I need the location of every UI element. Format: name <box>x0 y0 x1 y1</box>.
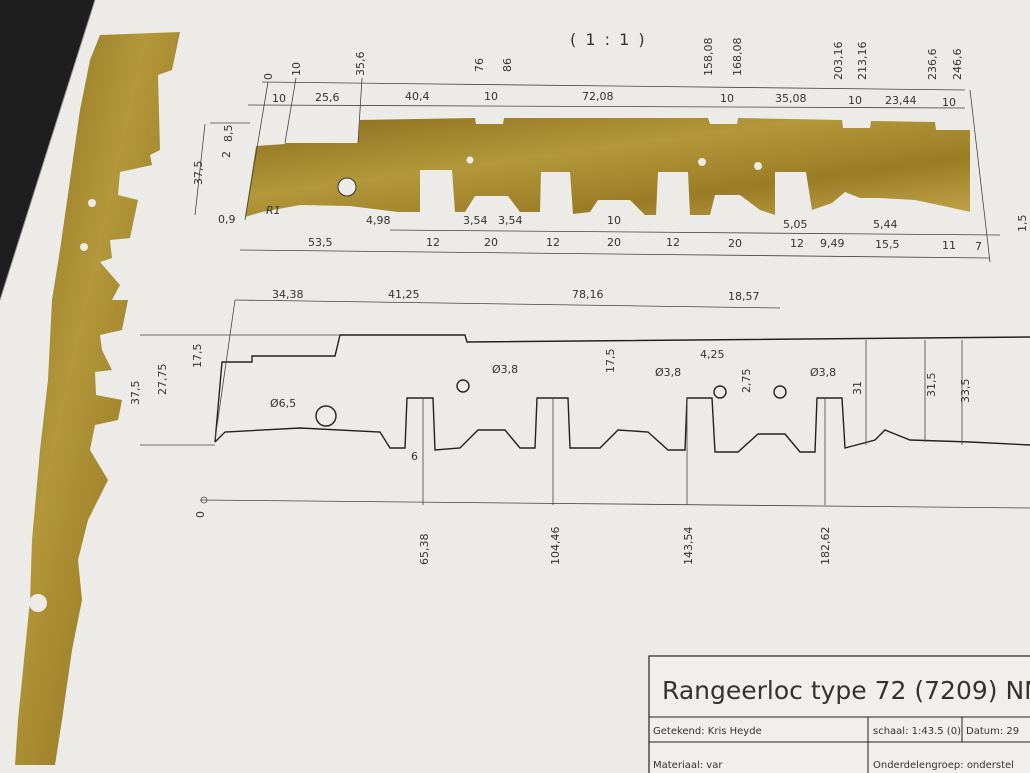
strip-hole <box>29 594 47 612</box>
sheet-edge <box>0 0 96 301</box>
dim-label: 17,5 <box>604 349 617 374</box>
material-field: Materiaal: var <box>653 760 723 771</box>
dim-label: 20 <box>728 237 742 250</box>
dim-label: 37,5 <box>192 161 205 186</box>
scale-label: ( 1 : 1 ) <box>570 30 647 49</box>
bottom-span-labels: 53,5 12 20 12 20 12 20 12 9,49 15,5 11 7 <box>308 236 982 253</box>
hole <box>337 177 357 197</box>
dim-label: 35,6 <box>354 52 367 77</box>
dim-label: 6 <box>411 450 418 463</box>
dim-label: 27,75 <box>156 364 169 396</box>
hole-label: Ø3,8 <box>810 366 836 379</box>
hole <box>466 156 474 164</box>
drawn-by: Getekend: Kris Heyde <box>653 726 762 737</box>
dim-label: 15,5 <box>875 238 900 251</box>
dim-label: 23,44 <box>885 94 917 107</box>
dim-label: 0 <box>194 511 207 518</box>
dim-label: 5,44 <box>873 218 898 231</box>
strip-hole <box>88 199 96 207</box>
dim-label: 203,16 <box>832 42 845 81</box>
brass-strip-left <box>15 32 180 765</box>
hole <box>754 162 762 170</box>
dim-label: 72,08 <box>582 90 614 103</box>
dim-label: 2 <box>220 151 233 158</box>
brass-part-top <box>245 118 970 217</box>
dim-label: 236,6 <box>926 49 939 81</box>
drawing-title: Rangeerloc type 72 (7209) NMBS <box>662 676 1030 705</box>
dim-label: 53,5 <box>308 236 333 249</box>
dim-label: 104,46 <box>549 527 562 566</box>
dim-label: 213,16 <box>856 42 869 81</box>
dim-label: 20 <box>484 236 498 249</box>
dim-label: 17,5 <box>191 344 204 369</box>
dim-label: 182,62 <box>819 527 832 566</box>
dim-label: 5,05 <box>783 218 808 231</box>
dim-label: 35,08 <box>775 92 807 105</box>
dim-label: 4,98 <box>366 214 391 227</box>
dim-label: 10 <box>290 62 303 76</box>
dim-label: 3,54 <box>498 214 523 227</box>
hole-label: Ø3,8 <box>655 366 681 379</box>
dim-label: 11 <box>942 239 956 252</box>
dim-label: 10 <box>720 92 734 105</box>
dim-label: 10 <box>607 214 621 227</box>
dim-label: 31,5 <box>925 373 938 398</box>
strip-hole <box>80 243 88 251</box>
outline-drawing <box>140 299 1030 509</box>
dim-label: 10 <box>942 96 956 109</box>
group-field: Onderdelengroep: onderstel <box>873 760 1014 771</box>
top-span-labels: 10 25,6 40,4 10 72,08 10 35,08 10 23,44 … <box>272 90 956 109</box>
dim-label: 7 <box>975 240 982 253</box>
dim-label: 20 <box>607 236 621 249</box>
dim-label: 1,5 <box>1016 215 1029 233</box>
dim-label: 158,08 <box>702 38 715 77</box>
dim-label: 143,54 <box>682 527 695 566</box>
dim-label: 86 <box>501 58 514 72</box>
dim-label: 40,4 <box>405 90 430 103</box>
dim-label: 25,6 <box>315 91 340 104</box>
dim-label: 10 <box>272 92 286 105</box>
hole <box>698 158 706 166</box>
left-dim-labels: 37,5 8,5 2 0,9 R1 <box>192 125 281 227</box>
dim-label: 9,49 <box>820 237 845 250</box>
dim-label: 31 <box>851 381 864 395</box>
dim-label: 3,54 <box>463 214 488 227</box>
dim-label: 0 <box>262 73 275 80</box>
inner-dim-labels: 4,98 3,54 3,54 10 5,05 5,44 1,5 <box>366 214 1029 232</box>
dim-label: 34,38 <box>272 288 304 301</box>
dim-label: 0,9 <box>218 213 236 226</box>
hole-label: Ø6,5 <box>270 397 296 410</box>
title-block: Rangeerloc type 72 (7209) NMBS Getekend:… <box>648 655 1030 773</box>
dim-label: 12 <box>426 236 440 249</box>
dim-label: 10 <box>484 90 498 103</box>
dim-label: 33,5 <box>959 379 972 404</box>
dim-label: 4,25 <box>700 348 725 361</box>
dim-label: 37,5 <box>129 381 142 406</box>
dim-label: 41,25 <box>388 288 420 301</box>
dim-label: 76 <box>473 58 486 72</box>
dim-label: 12 <box>790 237 804 250</box>
dim-label: 10 <box>848 94 862 107</box>
lower-dim-labels: 34,38 41,25 78,16 18,57 37,5 27,75 17,5 … <box>129 288 972 565</box>
top-ordinate-labels: 0 10 35,6 76 86 158,08 168,08 203,16 213… <box>262 38 964 81</box>
dimension-lines-top <box>194 77 1001 263</box>
hole-label: Ø3,8 <box>492 363 518 376</box>
dim-label: 78,16 <box>572 288 604 301</box>
dim-label: 12 <box>666 236 680 249</box>
dim-label: 246,6 <box>951 49 964 81</box>
dim-label: 2,75 <box>740 369 753 394</box>
dim-label: 18,57 <box>728 290 760 303</box>
dim-label: 65,38 <box>418 534 431 566</box>
scale-field: schaal: 1:43.5 (0) <box>873 726 961 737</box>
dim-label: R1 <box>266 204 281 217</box>
dim-label: 168,08 <box>731 38 744 77</box>
dim-label: 12 <box>546 236 560 249</box>
date-field: Datum: 29 <box>966 726 1019 737</box>
dim-label: 8,5 <box>222 125 235 143</box>
strip-hole <box>27 465 37 475</box>
